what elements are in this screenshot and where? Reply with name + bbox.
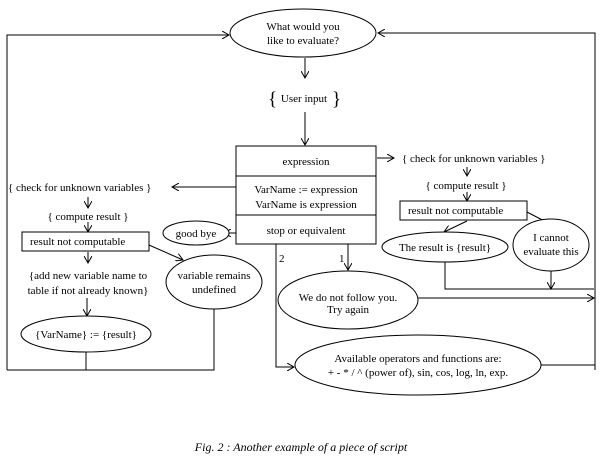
undefined-line2: undefined bbox=[192, 284, 236, 296]
left-add-note-line1: {add new variable name to bbox=[29, 270, 148, 282]
start-prompt-ellipse bbox=[229, 8, 377, 58]
start-prompt-line2: like to evaluate? bbox=[267, 35, 339, 47]
assign-ellipse-label: {VarName} := {result} bbox=[35, 329, 137, 341]
cannot-evaluate-ellipse bbox=[512, 218, 590, 272]
undefined-ellipse bbox=[165, 254, 263, 310]
left-add-note-line2: table if not already known} bbox=[28, 285, 149, 297]
user-input-brace-close: } bbox=[332, 89, 341, 110]
left-result-box bbox=[21, 231, 150, 252]
main-box-stop: stop or equivalent bbox=[267, 225, 346, 237]
goodbye-ellipse bbox=[162, 220, 230, 246]
operators-line1: Available operators and functions are: bbox=[334, 353, 501, 365]
undefined-line1: variable remains bbox=[178, 270, 251, 282]
main-box-expression: expression bbox=[282, 156, 330, 168]
cannot-evaluate-line1: I cannot bbox=[533, 232, 569, 244]
operators-line2: + - * / ^ (power of), sin, cos, log, ln,… bbox=[328, 367, 509, 379]
main-box-assign-line1: VarName := expression bbox=[254, 184, 358, 196]
right-result-box-label: result not computable bbox=[408, 205, 503, 217]
branch-label-1: 1 bbox=[339, 253, 345, 265]
right-result-box bbox=[399, 200, 528, 221]
main-box-assign-line2: VarName is expression bbox=[255, 199, 357, 211]
right-compute-result: { compute result } bbox=[425, 180, 506, 192]
line-left-merge bbox=[7, 309, 215, 371]
left-check-unknown: { check for unknown variables } bbox=[8, 182, 151, 194]
right-loop-line bbox=[378, 33, 596, 370]
left-loop-line bbox=[6, 35, 229, 370]
arrow-box-to-result-ellipse bbox=[444, 220, 468, 232]
result-ellipse-label: The result is {result} bbox=[399, 242, 491, 254]
user-input-label: User input bbox=[281, 93, 327, 105]
left-result-box-label: result not computable bbox=[30, 236, 125, 248]
arrow-branch-2 bbox=[275, 244, 294, 367]
cannot-evaluate-line2: evaluate this bbox=[523, 246, 578, 258]
goodbye-label: good bye bbox=[176, 228, 217, 240]
right-check-unknown: { check for unknown variables } bbox=[402, 153, 545, 165]
operators-ellipse bbox=[294, 334, 542, 396]
not-follow-line1: We do not follow you. bbox=[299, 292, 398, 304]
not-follow-ellipse bbox=[277, 270, 419, 330]
not-follow-line2: Try again bbox=[327, 304, 370, 316]
left-compute-result: { compute result } bbox=[47, 211, 128, 223]
branch-label-2: 2 bbox=[279, 253, 285, 265]
user-input-brace-open: { bbox=[268, 89, 277, 110]
arrow-box-to-undefined bbox=[148, 244, 183, 260]
start-prompt-line1: What would you bbox=[266, 21, 340, 33]
main-decision-box bbox=[235, 145, 377, 245]
figure-caption: Fig. 2 : Another example of a piece of s… bbox=[194, 440, 408, 454]
line-result-down bbox=[444, 262, 594, 290]
